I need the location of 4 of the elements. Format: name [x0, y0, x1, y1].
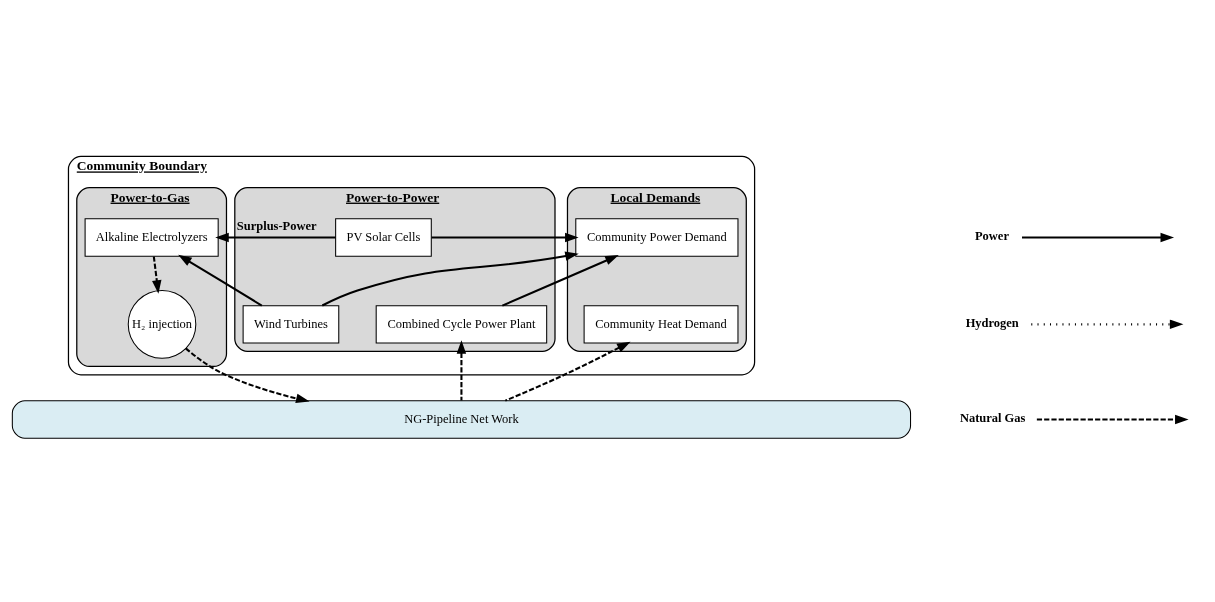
legend-label: Hydrogen — [965, 315, 1019, 330]
edge-label: Surplus-Power — [236, 218, 317, 233]
legend-label: Power — [975, 228, 1009, 243]
legend-label: Natural Gas — [959, 410, 1026, 425]
